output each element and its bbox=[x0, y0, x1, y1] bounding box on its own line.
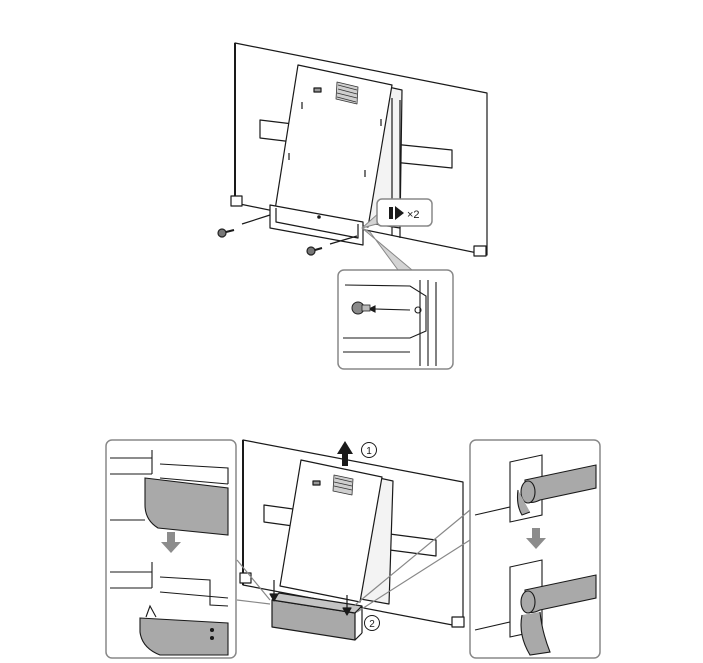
screw-left bbox=[218, 229, 234, 237]
detail-panel-right bbox=[470, 440, 600, 658]
step1-illustration bbox=[218, 43, 487, 270]
stand-base-edge bbox=[355, 633, 362, 640]
step-marker-2-label: 2 bbox=[369, 619, 375, 630]
detail-panel-left bbox=[106, 440, 236, 658]
screw-count-callout: ×2 bbox=[377, 199, 432, 226]
cover-label bbox=[314, 88, 321, 92]
step-marker-2: 2 bbox=[365, 616, 380, 631]
right-foot bbox=[474, 246, 486, 256]
screw-count-label: ×2 bbox=[407, 209, 420, 221]
screw-count-box bbox=[377, 199, 432, 226]
detail-panel-screw bbox=[338, 270, 453, 369]
vent-grill bbox=[333, 475, 353, 495]
left-foot bbox=[231, 196, 242, 206]
step-marker-1-label: 1 bbox=[366, 446, 372, 457]
right-foot bbox=[452, 617, 464, 627]
screw-direction-arrow bbox=[242, 215, 270, 224]
screw-center bbox=[307, 247, 322, 255]
step2-illustration bbox=[237, 440, 470, 640]
cover-label bbox=[313, 481, 320, 485]
step-marker-1: 1 bbox=[362, 443, 377, 458]
panel-pointer-left bbox=[237, 600, 270, 604]
bracket-hole bbox=[318, 216, 320, 218]
